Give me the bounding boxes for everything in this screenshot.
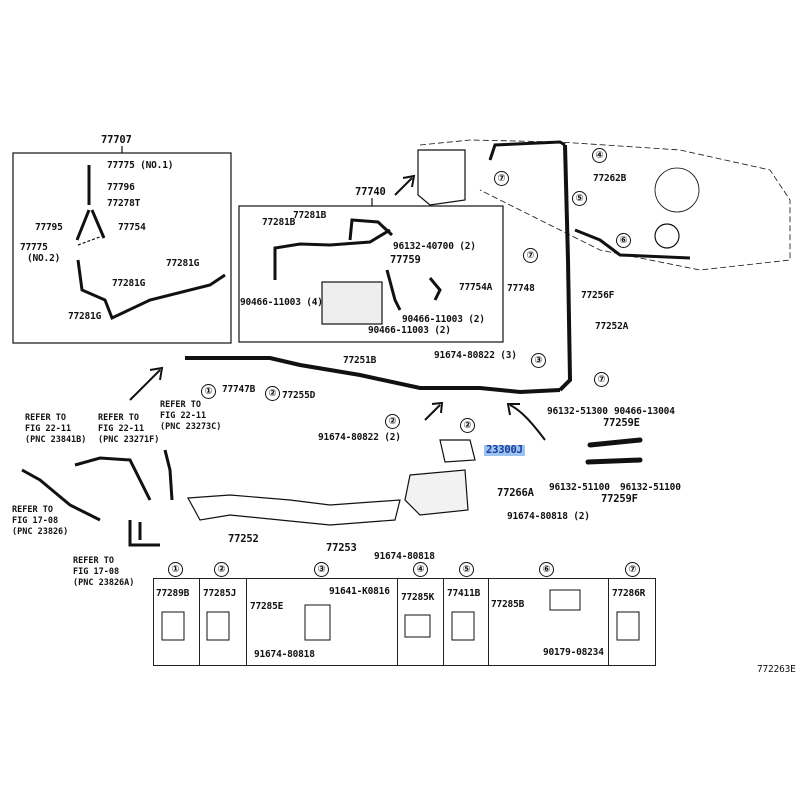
part-label: 77759 (390, 254, 421, 266)
table-header-4: ④ (413, 562, 428, 577)
table-header-7: ⑦ (625, 562, 640, 577)
table-header-5: ⑤ (459, 562, 474, 577)
part-label-highlighted[interactable]: 23300J (484, 444, 525, 456)
callout-7: ⑦ (594, 372, 609, 387)
callout-5: ⑤ (572, 191, 587, 206)
part-label: 77289B (156, 588, 190, 599)
part-label: 77285E (250, 601, 284, 612)
table-header-6: ⑥ (539, 562, 554, 577)
part-label: 77286R (612, 588, 646, 599)
part-label: 77259F (601, 493, 638, 505)
part-label: 96132-40700 (2) (393, 241, 476, 252)
part-label: 77281B (262, 217, 296, 228)
part-label: 77252A (595, 321, 629, 332)
part-label: 77256F (581, 290, 615, 301)
assembly-number-77740: 77740 (355, 186, 386, 198)
callout-1: ① (201, 384, 216, 399)
part-label: 91674-80818 (2) (507, 511, 590, 522)
part-label: 77252 (228, 533, 259, 545)
part-label: 77285J (203, 588, 237, 599)
part-label: 91674-80822 (3) (434, 350, 517, 361)
table-header-1: ① (168, 562, 183, 577)
part-label: 96132-51100 (549, 482, 610, 493)
table-header-3: ③ (314, 562, 329, 577)
part-label: 96132-51300 (547, 406, 608, 417)
part-label: 90466-11003 (2) (368, 325, 451, 336)
assembly-number-77707: 77707 (101, 134, 132, 146)
part-label: 77411B (447, 588, 481, 599)
part-label: (NO.2) (27, 253, 61, 264)
part-label: 77281G (112, 278, 146, 289)
part-label: 90466-13004 (614, 406, 675, 417)
part-label: 77253 (326, 542, 357, 554)
part-label: 77285K (401, 592, 435, 603)
part-label: 77251B (343, 355, 377, 366)
part-label: 77281B (293, 210, 327, 221)
part-label: 77255D (282, 390, 316, 401)
part-label: 90179-08234 (543, 647, 604, 658)
callout-2: ② (265, 386, 280, 401)
part-label: 77754A (459, 282, 493, 293)
callout-4: ④ (592, 148, 607, 163)
callout-2: ② (385, 414, 400, 429)
part-label: 77259E (603, 417, 640, 429)
part-label: 77775 (20, 242, 48, 253)
part-label: 77281G (68, 311, 102, 322)
part-label: 77262B (593, 173, 627, 184)
callout-3: ③ (531, 353, 546, 368)
part-label: 91674-80818 (254, 649, 315, 660)
part-label: 96132-51100 (620, 482, 681, 493)
part-label: 77747B (222, 384, 256, 395)
part-label: 77285B (491, 599, 525, 610)
part-label: 77278T (107, 198, 141, 209)
part-label: 77796 (107, 182, 135, 193)
callout-7: ⑦ (494, 171, 509, 186)
table-header-2: ② (214, 562, 229, 577)
part-label: 90466-11003 (4) (240, 297, 323, 308)
callout-6: ⑥ (616, 233, 631, 248)
part-label: 91674-80822 (2) (318, 432, 401, 443)
part-label: 77754 (118, 222, 146, 233)
part-label: 91641-K0816 (329, 586, 390, 597)
part-label: 90466-11003 (2) (402, 314, 485, 325)
part-label: 91674-80818 (374, 551, 435, 562)
callout-7: ⑦ (523, 248, 538, 263)
part-label: 77795 (35, 222, 63, 233)
callout-2: ② (460, 418, 475, 433)
part-label: 77266A (497, 487, 534, 499)
part-label: 77748 (507, 283, 535, 294)
diagram-id: 772263E (757, 664, 796, 675)
part-label: 77775 (NO.1) (107, 160, 174, 171)
canister-assembly-box (238, 205, 504, 343)
part-label: 77281G (166, 258, 200, 269)
